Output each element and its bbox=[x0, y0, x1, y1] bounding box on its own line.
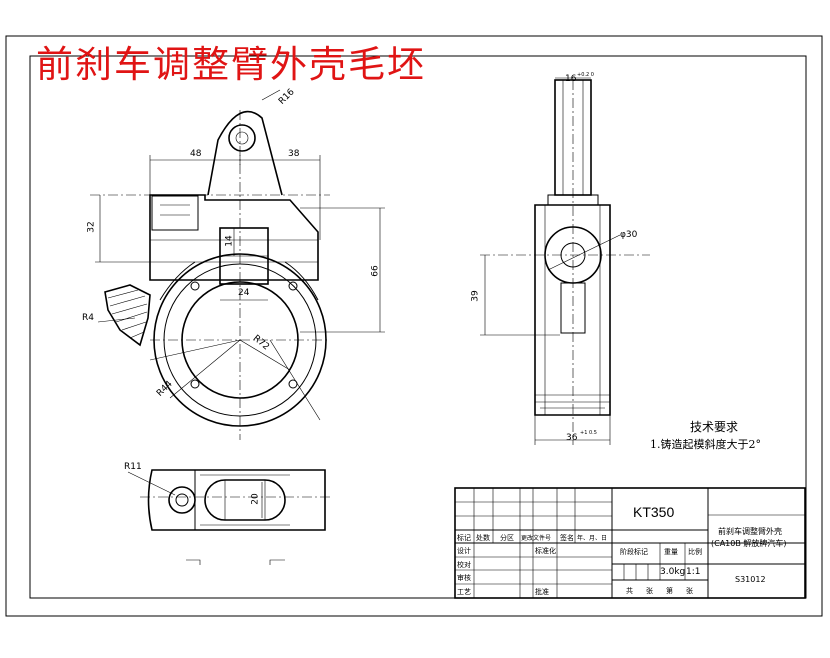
approve-label: 批准 bbox=[535, 588, 549, 596]
outer-frame bbox=[5, 35, 823, 617]
dim-r4: R4 bbox=[82, 313, 94, 323]
dim-36-tol: +1 0.5 bbox=[580, 430, 597, 436]
inner-frame bbox=[29, 55, 807, 599]
role-review: 审核 bbox=[457, 574, 471, 582]
dim-36: 36 bbox=[566, 433, 578, 443]
role-design: 设计 bbox=[457, 547, 471, 555]
row-header-mark: 标记 bbox=[457, 534, 471, 542]
title-block bbox=[454, 487, 806, 599]
part-name-line1: 前刹车调整臂外壳 bbox=[718, 527, 782, 536]
role-check: 校对 bbox=[457, 561, 471, 569]
dim-38: 38 bbox=[288, 149, 300, 159]
dim-phi30: φ30 bbox=[620, 230, 638, 240]
dim-r11: R11 bbox=[124, 462, 142, 472]
tech-notes-line1: 1.铸造起模斜度大于2° bbox=[650, 438, 761, 451]
side-view bbox=[480, 77, 650, 445]
standardize-label: 标准化 bbox=[535, 547, 556, 555]
bottom-view bbox=[127, 469, 330, 565]
dim-48: 48 bbox=[190, 149, 202, 159]
row-header-count: 处数 bbox=[476, 534, 490, 542]
weight-value: 3.0kg bbox=[660, 567, 686, 577]
sheet-label-3: 第 bbox=[666, 587, 673, 595]
dim-16-tol: +0.2 0 bbox=[577, 72, 594, 78]
scale-label: 比例 bbox=[688, 548, 702, 556]
tech-notes-heading: 技术要求 bbox=[690, 420, 739, 434]
sheet-label-4: 张 bbox=[686, 587, 693, 595]
stage-label: 阶段标记 bbox=[620, 548, 648, 556]
sheet-label-1: 共 bbox=[626, 587, 633, 595]
scale-value: 1:1 bbox=[686, 567, 701, 577]
dim-24: 24 bbox=[238, 288, 250, 298]
part-code: KT350 bbox=[633, 504, 675, 520]
dim-16: 16 bbox=[565, 74, 577, 84]
row-header-date: 年、月、日 bbox=[577, 535, 608, 542]
front-view bbox=[90, 89, 385, 440]
row-header-zone: 分区 bbox=[500, 534, 514, 542]
drawing-number: S31012 bbox=[735, 575, 766, 584]
sheet-label-2: 张 bbox=[646, 587, 653, 595]
row-header-sign: 签名 bbox=[560, 534, 574, 542]
weight-label: 重量 bbox=[664, 548, 678, 556]
role-process: 工艺 bbox=[457, 588, 471, 596]
part-name-line2: (CA10B 解放牌汽车) bbox=[711, 539, 787, 548]
drawing-title: 前刹车调整臂外壳毛坯 bbox=[36, 43, 426, 86]
row-header-doc: 更改文件号 bbox=[521, 535, 552, 542]
